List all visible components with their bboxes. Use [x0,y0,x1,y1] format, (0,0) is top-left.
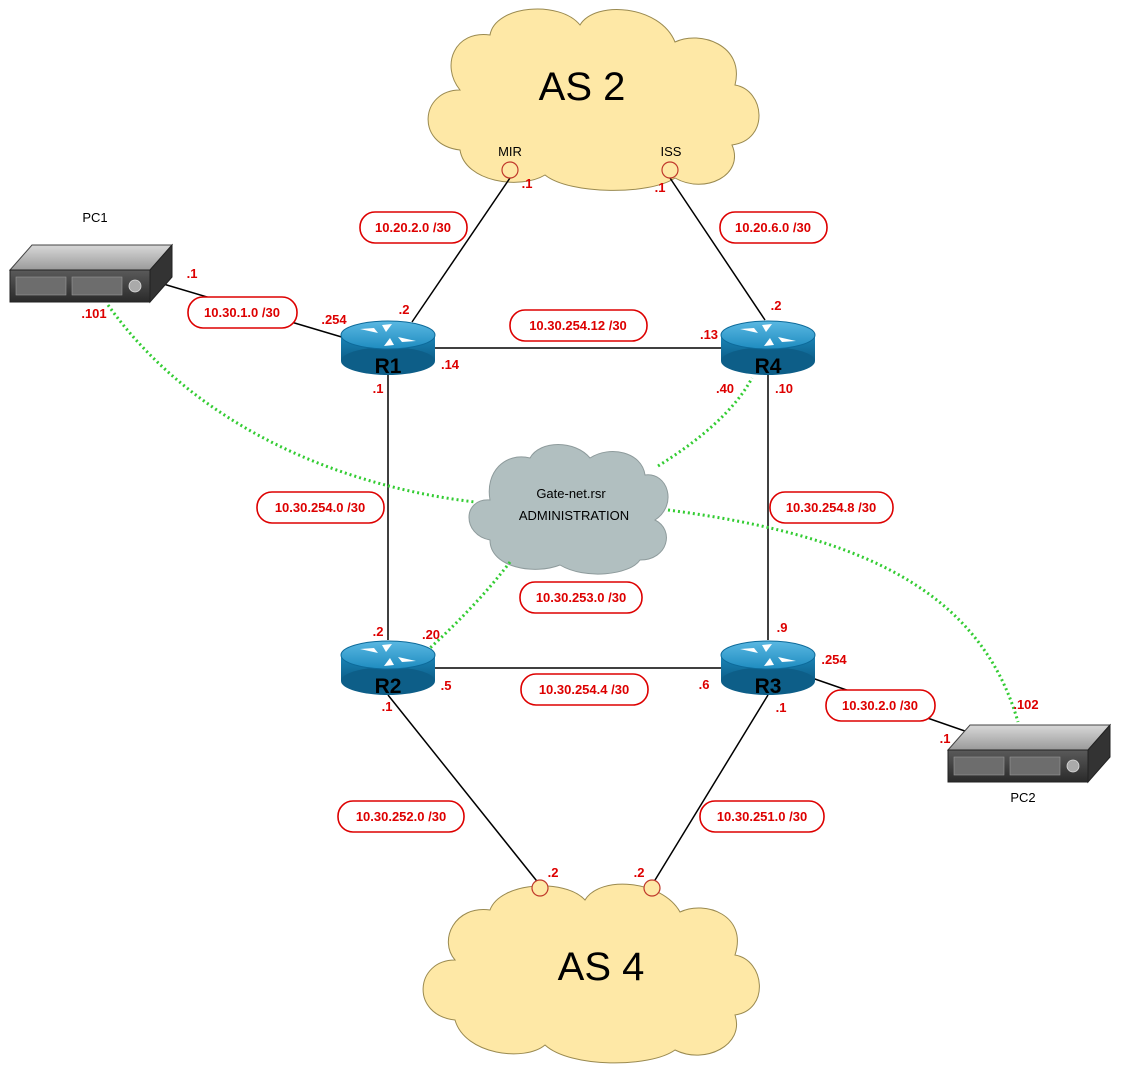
admin-link-r2 [428,561,512,650]
router-r2[interactable]: R2 [340,640,436,698]
subnet-label-r1-mir: 10.20.2.0 /30 [359,211,468,244]
subnet-label-pc1-r1: 10.30.1.0 /30 [187,296,298,329]
svg-text:10.30.251.0 /30: 10.30.251.0 /30 [717,809,807,824]
subnet-label-admin: 10.30.253.0 /30 [519,581,643,614]
subnet-label-r1-r2: 10.30.254.0 /30 [256,491,385,524]
router-arrows-icon [360,324,416,346]
subnet-label-r4-r3: 10.30.254.8 /30 [769,491,894,524]
ip-r3-as4: .1 [776,700,787,715]
admin-cloud-role: ADMINISTRATION [519,508,629,523]
svg-text:10.30.254.12 /30: 10.30.254.12 /30 [529,318,627,333]
link-r3-as4 [651,694,769,886]
as2-cloud [427,8,760,191]
ip-r2-as4: .1 [382,699,393,714]
pc2-label: PC2 [1010,790,1035,805]
svg-text:10.20.2.0 /30: 10.20.2.0 /30 [375,220,451,235]
ip-r4-r3: .10 [775,381,793,396]
ip-r2-r1: .2 [373,624,384,639]
ip-r1-r4: .14 [441,357,460,372]
ip-mir: .1 [522,176,533,191]
ip-pc1-admin: .101 [81,306,106,321]
ip-r4-admin: .40 [716,381,734,396]
as2-label: AS 2 [539,65,626,109]
svg-text:10.30.2.0 /30: 10.30.2.0 /30 [842,698,918,713]
subnet-label-r2-r3: 10.30.254.4 /30 [520,673,649,706]
subnet-label-r3-pc2: 10.30.2.0 /30 [825,689,936,722]
admin-cloud [468,444,669,575]
as4-port-r2 [531,879,549,897]
svg-text:10.30.253.0 /30: 10.30.253.0 /30 [536,590,626,605]
admin-link-pc2 [667,508,1020,723]
admin-link-pc1 [106,304,476,504]
ip-as4-r3: .2 [634,865,645,880]
svg-text:10.30.254.0 /30: 10.30.254.0 /30 [275,500,365,515]
router-r1-label: R1 [375,355,402,378]
subnet-label-r4-iss: 10.20.6.0 /30 [719,211,828,244]
router-arrows-icon [740,644,796,666]
pc1-server[interactable] [8,243,174,304]
subnet-label-r3-as4: 10.30.251.0 /30 [699,800,825,833]
svg-text:10.20.6.0 /30: 10.20.6.0 /30 [735,220,811,235]
svg-text:10.30.254.4 /30: 10.30.254.4 /30 [539,682,629,697]
ip-r2-r3: .5 [441,678,452,693]
router-arrows-icon [740,324,796,346]
ip-r4-iss: .2 [771,298,782,313]
admin-link-r4 [657,377,754,468]
links [159,177,986,886]
iss-port-label: ISS [661,144,682,159]
ip-r3-pc2: .254 [821,652,847,667]
link-r2-as4 [387,694,541,886]
mir-port-label: MIR [498,144,522,159]
ip-r4-r1: .13 [700,327,718,342]
subnet-label-r1-r4: 10.30.254.12 /30 [509,309,648,342]
mir-port [501,161,519,179]
subnet-label-r2-as4: 10.30.252.0 /30 [337,800,465,833]
router-r3[interactable]: R3 [720,640,816,698]
ip-r1-pc1: .254 [321,312,347,327]
svg-text:10.30.1.0 /30: 10.30.1.0 /30 [204,305,280,320]
ip-as4-r2: .2 [548,865,559,880]
svg-text:10.30.254.8 /30: 10.30.254.8 /30 [786,500,876,515]
ip-r3-r2: .6 [699,677,710,692]
ip-r1-r2: .1 [373,381,384,396]
ip-iss: .1 [655,180,666,195]
router-r1[interactable]: R1 [340,320,436,378]
ip-r3-r4: .9 [777,620,788,635]
admin-cloud-name: Gate-net.rsr [536,486,606,501]
as4-label: AS 4 [558,945,645,989]
ip-pc2: .1 [940,731,951,746]
as4-port-r3 [643,879,661,897]
link-r4-iss [669,177,766,321]
ip-r1-mir: .2 [399,302,410,317]
router-r4[interactable]: R4 [720,320,816,378]
router-r4-label: R4 [755,355,782,378]
router-r3-label: R3 [755,675,782,698]
pc2-server[interactable] [946,723,1112,784]
router-r2-label: R2 [375,675,402,698]
pc1-label: PC1 [82,210,107,225]
link-r1-mir [411,177,511,323]
ip-pc2-admin: .102 [1013,697,1038,712]
ip-pc1: .1 [187,266,198,281]
ip-r2-admin: .20 [422,627,440,642]
svg-text:10.30.252.0 /30: 10.30.252.0 /30 [356,809,446,824]
admin-links [106,304,1020,723]
iss-port [661,161,679,179]
router-arrows-icon [360,644,416,666]
